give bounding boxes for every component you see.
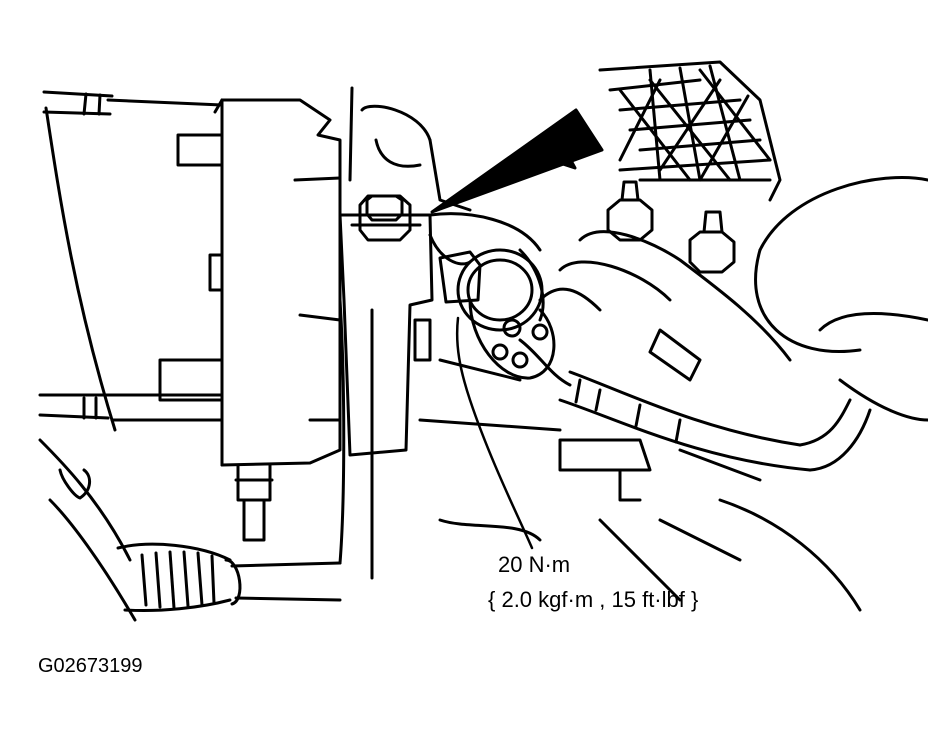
mounting-bracket xyxy=(338,194,434,457)
lower-left-hose xyxy=(38,438,242,622)
banjo-fitting xyxy=(438,248,572,387)
right-hose xyxy=(558,370,872,472)
torque-value-label: 20 N·m xyxy=(498,552,571,577)
lattice-structure xyxy=(598,60,782,202)
pump-housing xyxy=(106,98,342,467)
right-round-housing xyxy=(538,176,928,422)
torque-leader-line xyxy=(455,316,534,550)
sensor-fitting xyxy=(234,463,274,542)
engine-outline-left xyxy=(38,106,117,432)
stud-bolts xyxy=(606,180,736,274)
pressure-line xyxy=(230,298,374,602)
torque-conversion-label: { 2.0 kgf·m , 15 ft·lbf } xyxy=(488,587,699,612)
upper-left-pipe xyxy=(42,90,114,116)
engine-casting xyxy=(348,86,862,612)
figure-code: G02673199 xyxy=(38,655,143,677)
arrow-icon xyxy=(430,108,604,214)
